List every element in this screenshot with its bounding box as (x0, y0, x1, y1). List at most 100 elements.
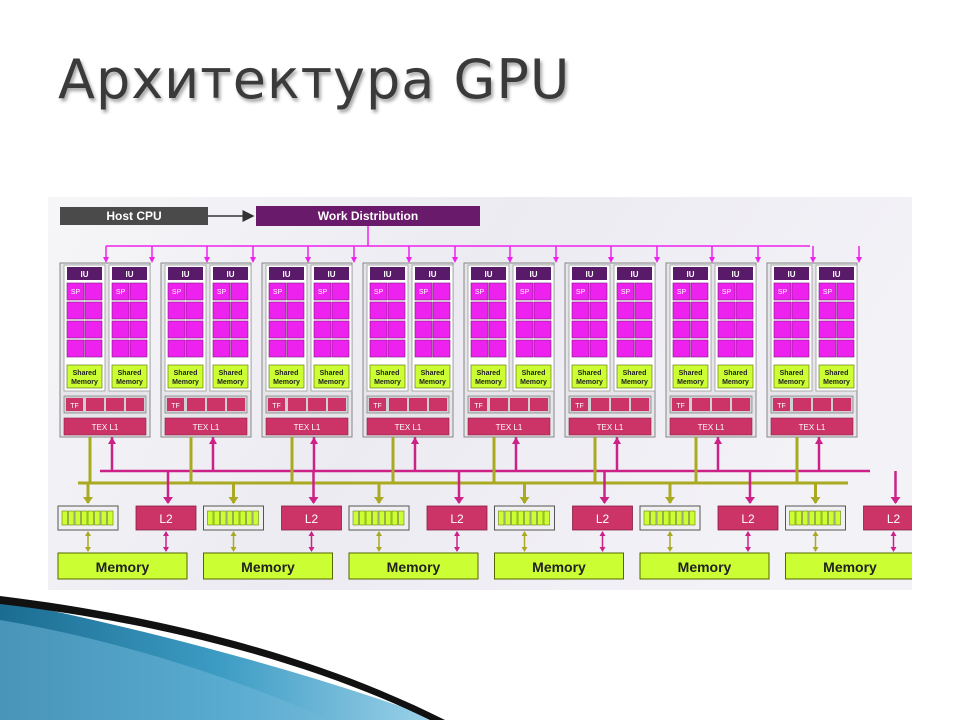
shared-memory-label-1: Shared (73, 370, 97, 377)
sp-core (515, 282, 534, 301)
rop-memory-arrowhead-down (521, 547, 528, 552)
tf-unit (409, 398, 427, 411)
sp-core (414, 282, 433, 301)
rop-cell (359, 510, 366, 526)
iu-box (718, 267, 753, 280)
iu-box (774, 267, 809, 280)
shared-memory-label-2: Memory (419, 379, 446, 386)
tf-row (366, 395, 450, 414)
sp-core (634, 320, 653, 339)
cluster-pink-arrowhead (209, 437, 217, 444)
rop-memory-arrowhead-down (230, 547, 237, 552)
sp-core (717, 301, 736, 320)
tex-l1-label: TEX L1 (597, 423, 624, 432)
iu-box (415, 267, 450, 280)
shared-memory-box (616, 364, 653, 389)
shared-memory-label-2: Memory (318, 379, 345, 386)
l2-memory-arrowhead-down (163, 547, 169, 552)
sp-core (129, 301, 148, 320)
sp-core (735, 320, 754, 339)
sp-core (836, 339, 855, 358)
shared-memory-box (66, 364, 103, 389)
iu-label: IU (283, 270, 291, 279)
tf-box (167, 398, 184, 411)
rop-cell (233, 510, 240, 526)
sp-core (690, 301, 709, 320)
rop-cell (352, 510, 359, 526)
memory-label: Memory (678, 559, 732, 575)
tf-box (470, 398, 487, 411)
partition-olive-arrowhead (228, 497, 239, 504)
shared-memory-label-1: Shared (174, 370, 198, 377)
sp-core (84, 320, 103, 339)
sp-core (616, 301, 635, 320)
rop-cell (107, 510, 114, 526)
sp-core (111, 282, 130, 301)
tf-unit (308, 398, 326, 411)
tf-unit (328, 398, 346, 411)
sp-core (369, 339, 388, 358)
l2-label: L2 (450, 512, 464, 526)
shared-memory-box (111, 364, 148, 389)
iu-box (112, 267, 147, 280)
shared-memory-label-1: Shared (679, 370, 703, 377)
tf-box (369, 398, 386, 411)
partition-olive-arrowhead (374, 497, 384, 504)
tf-unit (490, 398, 508, 411)
sp-label: SP (778, 289, 788, 296)
cluster-feed-arrowhead (250, 257, 256, 263)
cluster-feed-arrowhead (204, 257, 210, 263)
rop-cell (517, 510, 524, 526)
sp-core (616, 339, 635, 358)
sp-core (488, 282, 507, 301)
shared-memory-label-1: Shared (477, 370, 501, 377)
sp-core (672, 339, 691, 358)
rop-cell (821, 510, 828, 526)
rop-cell (391, 510, 398, 526)
shared-memory-label-2: Memory (475, 379, 502, 386)
rop-cell (94, 510, 101, 526)
iu-box (314, 267, 349, 280)
sp-core (589, 301, 608, 320)
tf-row (568, 395, 652, 414)
shared-memory-box (313, 364, 350, 389)
rop-cell (676, 510, 683, 526)
tf-label: TF (676, 403, 685, 410)
sp-core (111, 320, 130, 339)
iu-box (471, 267, 506, 280)
shared-memory-label-2: Memory (116, 379, 143, 386)
rop-cell (543, 510, 550, 526)
partition-pink-arrowhead (163, 497, 173, 504)
cluster-feed-arrowhead (149, 257, 155, 263)
iu-label: IU (485, 270, 493, 279)
iu-box (572, 267, 607, 280)
sp-core (818, 339, 837, 358)
tex-l1-label: TEX L1 (496, 423, 523, 432)
sp-core (589, 320, 608, 339)
sp-label: SP (576, 289, 586, 296)
sp-core (111, 301, 130, 320)
memory-label: Memory (96, 559, 150, 575)
sp-core (773, 320, 792, 339)
l2-memory-arrowhead-down (454, 547, 460, 552)
tf-row (265, 395, 349, 414)
tf-row (770, 395, 854, 414)
sp-core (773, 301, 792, 320)
cluster-feed-arrowhead (351, 257, 357, 263)
rop-cell (239, 510, 246, 526)
sp-label: SP (520, 289, 530, 296)
sp-core (66, 301, 85, 320)
sp-core (331, 301, 350, 320)
tf-unit (833, 398, 851, 411)
shared-memory-label-1: Shared (376, 370, 400, 377)
sp-core (571, 301, 590, 320)
sp-core (533, 339, 552, 358)
l2-memory-arrowhead-up (163, 531, 169, 536)
cluster-feed-arrowhead (709, 257, 715, 263)
cluster-feed-arrowhead (406, 257, 412, 263)
sp-core (84, 301, 103, 320)
rop-cell (372, 510, 379, 526)
sp-core (167, 301, 186, 320)
sp-core (387, 339, 406, 358)
